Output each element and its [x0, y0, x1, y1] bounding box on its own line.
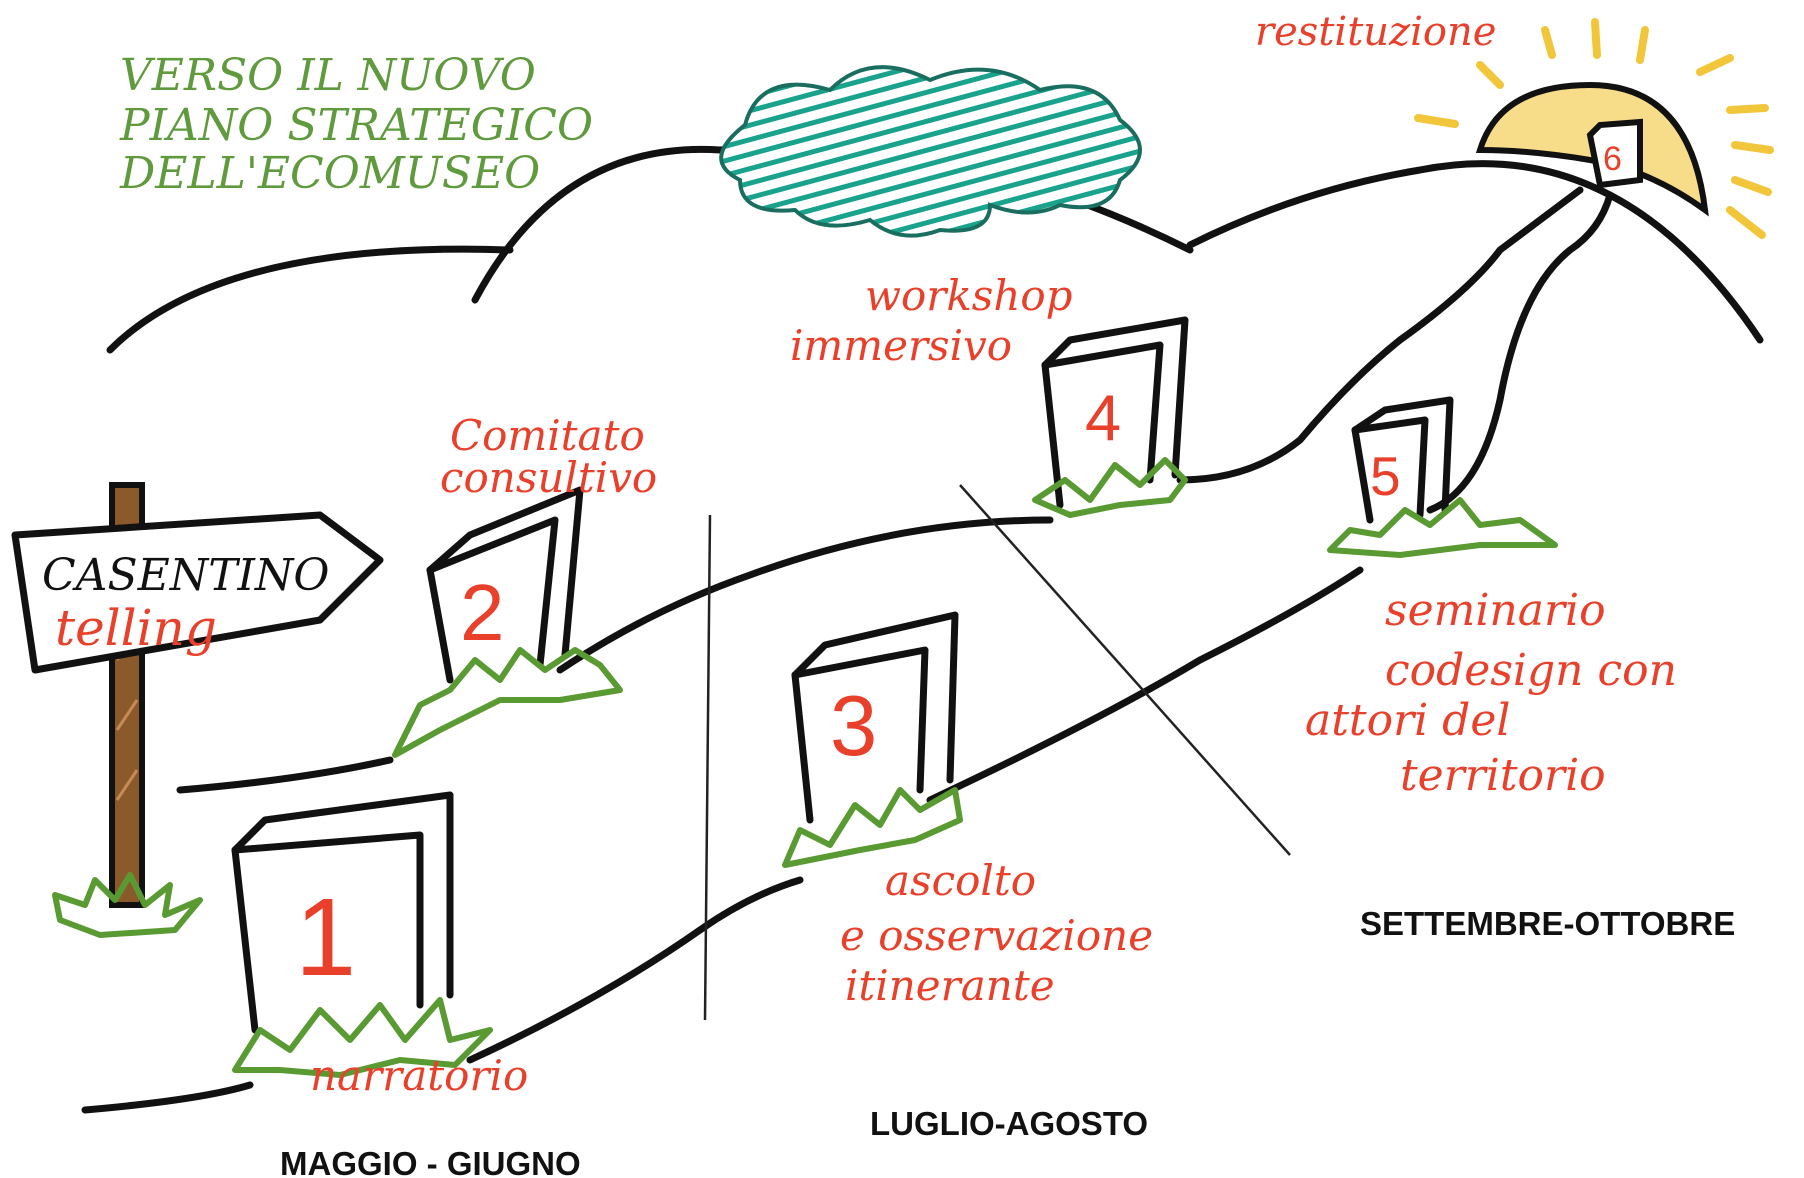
stage-number-3: 3 [830, 679, 877, 774]
door-4 [1032, 316, 1189, 518]
hill-right [1186, 160, 1764, 344]
road-edge-lower [81, 191, 1614, 1114]
stage-3-label-line-2: e osservazione [840, 911, 1153, 960]
stage-4-label-line-2: immersivo [790, 321, 1012, 370]
title-line-1: VERSO IL NUOVO [120, 50, 536, 101]
door-2 [392, 486, 623, 758]
door-3 [782, 611, 963, 868]
hill-left [106, 245, 514, 354]
period-labels: MAGGIO - GIUGNO LUGLIO-AGOSTO SETTEMBRE-… [280, 905, 1735, 1178]
stage-number-5: 5 [1370, 445, 1401, 507]
stage-5-label-line-2: codesign con [1385, 645, 1677, 696]
stage-3-label-line-1: ascolto [885, 856, 1036, 905]
stage-number-1: 1 [295, 876, 356, 999]
signpost-line-1: CASENTINO [42, 550, 330, 601]
period-label-2: LUGLIO-AGOSTO [870, 1105, 1148, 1142]
period-divider-2 [959, 484, 1291, 856]
stage-numbers: 1 2 3 4 5 6 [295, 140, 1622, 999]
stage-6-label-line-1: restituzione [1255, 9, 1496, 55]
title-line-3: DELL'ECOMUSEO [119, 148, 540, 199]
stage-1-label-line-1: narratorio [310, 1051, 528, 1100]
road [81, 186, 1614, 1114]
signpost [11, 482, 384, 938]
period-label-3: SETTEMBRE-OTTOBRE [1360, 905, 1735, 942]
stage-5-label-line-4: territorio [1400, 750, 1606, 801]
title-line-2: PIANO STRATEGICO [119, 100, 593, 151]
period-divider-1 [703, 514, 712, 1021]
door-1 [231, 791, 493, 1078]
signpost-line-2: telling [55, 599, 217, 657]
stage-3-label-line-3: itinerante [845, 961, 1055, 1010]
door-5 [1327, 396, 1558, 558]
stage-2-label-line-1: Comitato [450, 411, 645, 460]
period-label-1: MAGGIO - GIUGNO [280, 1145, 581, 1178]
stage-number-6: 6 [1603, 140, 1622, 178]
stage-4-label-line-1: workshop [865, 271, 1073, 320]
stage-labels: narratorio Comitato consultivo ascolto e… [310, 9, 1677, 1100]
stage-number-2: 2 [460, 568, 505, 657]
stage-5-label-line-3: attori del [1305, 695, 1510, 746]
stage-number-4: 4 [1085, 381, 1121, 454]
title-block: VERSO IL NUOVO PIANO STRATEGICO DELL'ECO… [119, 50, 593, 199]
stage-5-label-line-1: seminario [1385, 585, 1606, 636]
road-edge-upper [176, 186, 1584, 794]
door-6 [1586, 118, 1643, 189]
cloud-icon [719, 65, 1142, 238]
stage-2-label-line-2: consultivo [440, 453, 657, 502]
